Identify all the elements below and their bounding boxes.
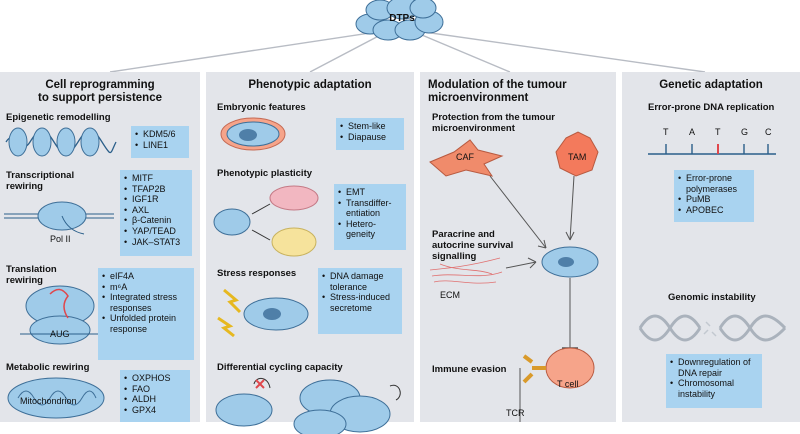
mitochondrion-icon [7, 377, 105, 419]
section-title-transcriptional: Transcriptional rewiring [6, 170, 75, 192]
list-item: AXL [124, 205, 188, 216]
section-title-genomic: Genomic instability [668, 292, 756, 303]
section-title-cycling: Differential cycling capacity [217, 362, 343, 373]
dna-base: C [765, 127, 772, 137]
mitochondrion-label: Mitochondrion [20, 396, 77, 406]
tcell-label: T cell [557, 379, 579, 389]
tam-label: TAM [568, 152, 587, 162]
epigenetic-box: KDM5/6LINE1 [131, 126, 189, 158]
panel-title: Cell reprogramming to support persistenc… [38, 79, 162, 104]
dtp-cell-cluster-icon [355, 0, 444, 41]
connector-lines [109, 29, 706, 73]
list-item: EMT [338, 187, 402, 198]
list-item: DNA damage tolerance [322, 271, 398, 292]
stress-box: DNA damage tolerance Stress-induced secr… [318, 268, 402, 334]
list-item: Hetero-geneity [338, 219, 402, 240]
list-item: MITF [124, 173, 188, 184]
dna-base: T [663, 127, 669, 137]
section-title-epigenetic: Epigenetic remodelling [6, 112, 111, 123]
list-item: Integrated stress responses [102, 292, 190, 313]
ribosome-icon [20, 285, 100, 345]
embryonic-cell-icon [220, 117, 286, 151]
list-item: KDM5/6 [135, 129, 185, 140]
metabolic-box: OXPHOS FAO ALDH GPX4 [120, 370, 190, 422]
transcriptional-box: MITF TFAP2B IGF1R AXL β-Catenin YAP/TEAD… [120, 170, 192, 256]
section-title-embryonic: Embryonic features [217, 102, 306, 113]
panel-phenotypic-adaptation: Phenotypic adaptation Embryonic features… [206, 72, 414, 434]
section-title-metabolic: Metabolic rewiring [6, 362, 90, 373]
panel-title: Genetic adaptation [659, 79, 763, 91]
section-title-translation: Translation rewiring [6, 264, 57, 286]
embryonic-box: Stem-likeDiapause [336, 118, 404, 150]
section-title-plasticity: Phenotypic plasticity [217, 168, 313, 179]
chromatin-icon [5, 127, 117, 157]
plasticity-box: EMT Transdiffer-entiation Hetero-geneity [334, 184, 406, 250]
list-item: Transdiffer-entiation [338, 198, 402, 219]
dna-strand-icon [648, 144, 776, 155]
list-item: Stem-like [340, 121, 400, 132]
ecm-label: ECM [440, 290, 460, 300]
dna-base: A [689, 127, 696, 137]
list-item: YAP/TEAD [124, 226, 188, 237]
list-item: Stress-induced secretome [322, 292, 398, 313]
panel-title: Phenotypic adaptation [248, 79, 372, 91]
list-item: TFAP2B [124, 184, 188, 195]
list-item: ALDH [124, 394, 186, 405]
pol-ii-icon [4, 201, 114, 235]
dtps-label: DTPs [389, 13, 415, 24]
panel-tumour-microenvironment: Modulation of the tumour microenvironmen… [420, 72, 616, 422]
section-title-protection: Protection from the tumour microenvironm… [432, 112, 555, 134]
genomic-box: Downregulation of DNA repair Chromosomal… [666, 354, 762, 408]
list-item: GPX4 [124, 405, 186, 416]
dna-replication-box: Error-prone polymerases PuMB APOBEC [674, 170, 754, 222]
caf-label: CAF [456, 152, 474, 162]
dna-base: T [715, 127, 721, 137]
section-title-immune: Immune evasion [432, 364, 507, 375]
list-item: eIF4A [102, 271, 190, 282]
list-item: Chromosomal instability [670, 378, 758, 399]
cycling-cells-icon [215, 378, 401, 434]
list-item: LINE1 [135, 140, 185, 151]
list-item: β-Catenin [124, 215, 188, 226]
list-item: APOBEC [678, 205, 750, 216]
tcr-label: TCR [506, 408, 525, 418]
section-title-stress: Stress responses [217, 268, 297, 279]
list-item: JAK–STAT3 [124, 237, 188, 248]
list-item: Unfolded protein response [102, 313, 190, 334]
plasticity-cells-icon [213, 185, 319, 257]
panel-title: Modulation of the tumour microenvironmen… [428, 79, 567, 104]
list-item: Downregulation of DNA repair [670, 357, 758, 378]
list-item: OXPHOS [124, 373, 186, 384]
stress-lightning-cell-icon [217, 288, 309, 338]
translation-box: eIF4A m⁶A Integrated stress responses Un… [98, 268, 194, 360]
list-item: Diapause [340, 132, 400, 143]
dna-base: G [741, 127, 749, 137]
list-item: Error-prone polymerases [678, 173, 750, 194]
panel-cell-reprogramming: Cell reprogramming to support persistenc… [0, 72, 200, 422]
section-title-paracrine: Paracrine and autocrine survival signall… [432, 229, 514, 262]
list-item: m⁶A [102, 282, 190, 293]
microenvironment-diagram [429, 131, 599, 422]
aug-label: AUG [50, 329, 70, 339]
list-item: FAO [124, 384, 186, 395]
fragmented-dna-icon [638, 314, 787, 342]
list-item: IGF1R [124, 194, 188, 205]
section-title-dna: Error-prone DNA replication [648, 102, 775, 113]
pol-ii-label: Pol II [50, 234, 71, 244]
panel-genetic-adaptation: Genetic adaptation Error-prone DNA repli… [622, 72, 800, 422]
list-item: PuMB [678, 194, 750, 205]
